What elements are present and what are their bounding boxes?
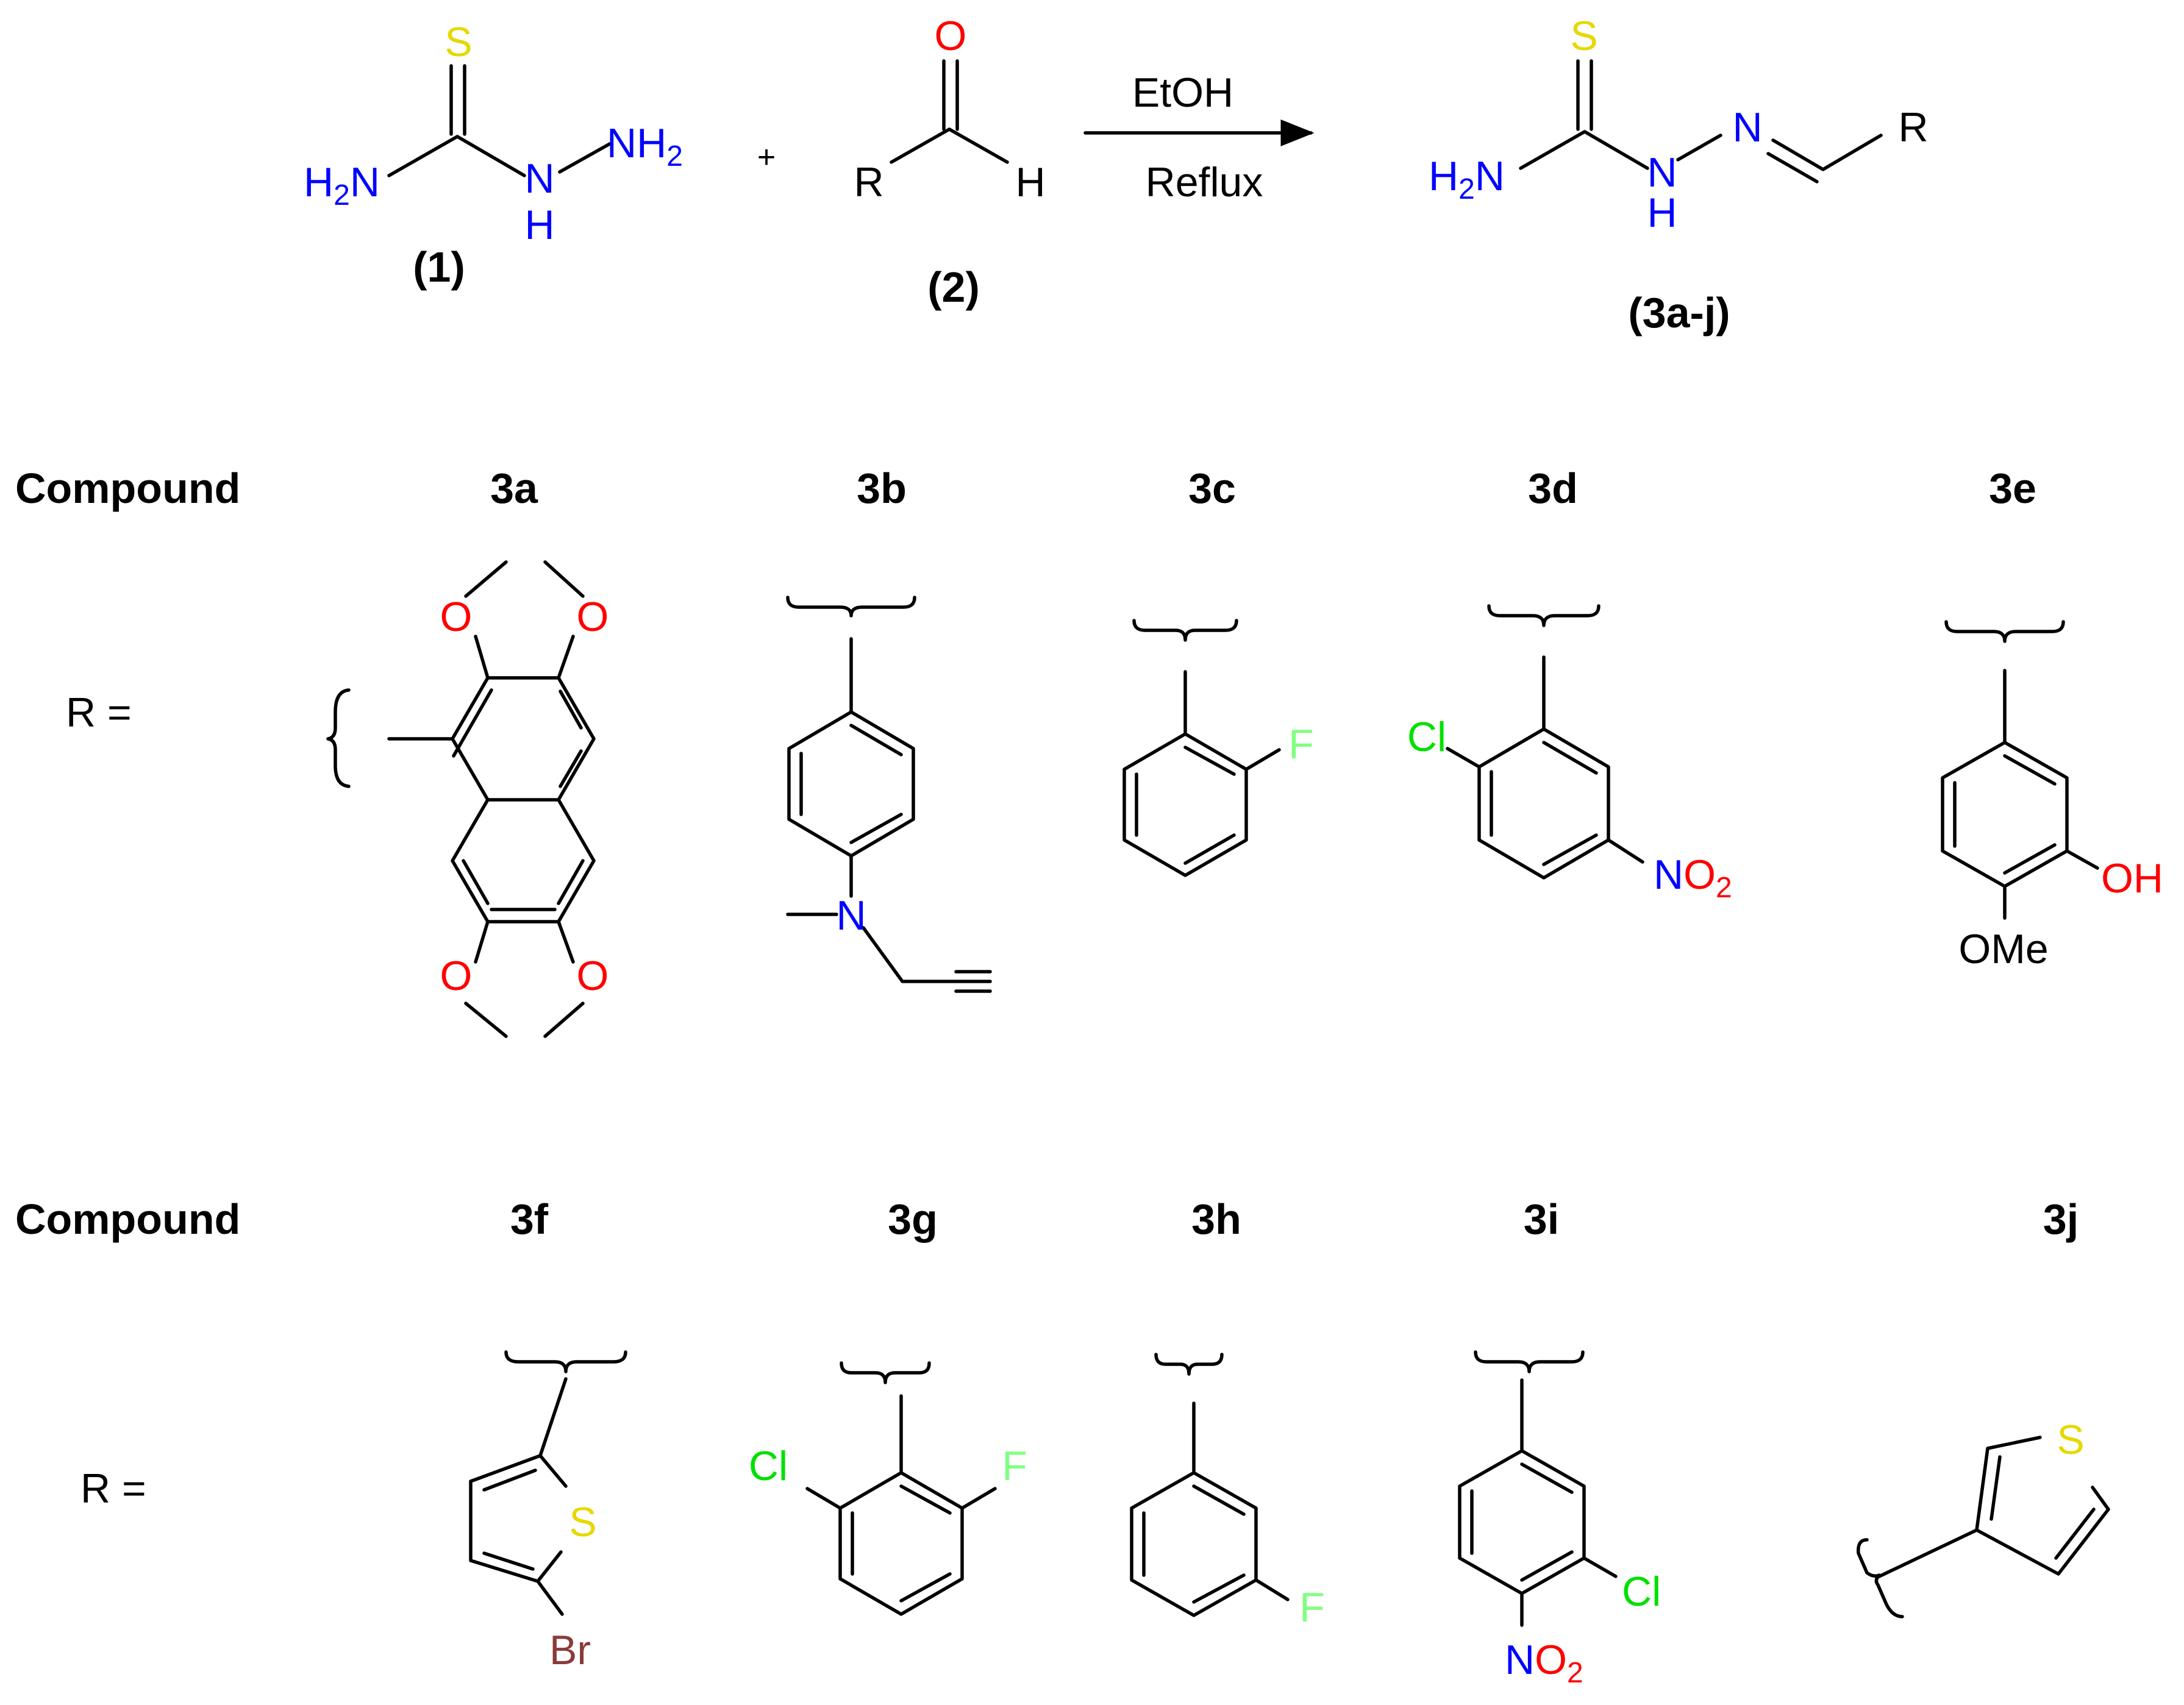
compound-header: Compound — [15, 1195, 240, 1243]
svg-text:O: O — [577, 594, 609, 640]
svg-text:O: O — [935, 13, 967, 59]
structure-3a: O O O O — [326, 560, 609, 1038]
svg-text:H: H — [524, 202, 554, 248]
svg-text:S: S — [2057, 1417, 2084, 1463]
compound-label: 3g — [888, 1195, 938, 1243]
svg-text:Cl: Cl — [1407, 714, 1446, 760]
svg-text:R: R — [1898, 104, 1928, 151]
svg-text:N: N — [836, 892, 866, 939]
aldehyde-structure: O R H — [854, 13, 1045, 205]
structure-3d: Cl NO2 — [1407, 604, 1732, 904]
compound-row-1-header: Compound 3a 3b 3c 3d 3e — [15, 465, 2036, 512]
svg-text:H2N: H2N — [1429, 153, 1505, 205]
svg-text:O: O — [440, 953, 473, 999]
structure-3h: F — [1130, 1353, 1325, 1631]
compound-header: Compound — [15, 465, 240, 512]
structure-3f: S Br — [469, 1350, 627, 1673]
structure-3i: Cl NO2 — [1458, 1350, 1661, 1689]
svg-text:S: S — [1570, 13, 1597, 59]
structure-3b: N — [786, 596, 992, 993]
svg-text:S: S — [569, 1499, 596, 1545]
svg-text:O: O — [577, 953, 609, 999]
product-structure: S H2N N H N R — [1429, 13, 1929, 236]
svg-text:Cl: Cl — [1622, 1568, 1661, 1615]
structure-3c: F — [1122, 619, 1314, 877]
svg-text:Br: Br — [549, 1627, 591, 1673]
compound-row-2-header: Compound 3f 3g 3h 3i 3j — [15, 1195, 2079, 1243]
r-equals-label: R = — [66, 689, 132, 736]
svg-text:NO2: NO2 — [1654, 852, 1732, 904]
svg-text:N: N — [1647, 149, 1677, 196]
structure-3g: Cl F — [749, 1361, 1027, 1616]
reaction-arrow: EtOH Reflux — [1083, 69, 1315, 205]
svg-text:OMe: OMe — [1958, 926, 2048, 972]
svg-text:H: H — [1015, 159, 1045, 205]
svg-text:F: F — [1002, 1443, 1027, 1489]
svg-text:Cl: Cl — [749, 1443, 788, 1489]
svg-text:OH: OH — [2101, 855, 2163, 902]
structure-3j: S — [1857, 1417, 2110, 1618]
svg-text:O: O — [440, 594, 473, 640]
r-equals-label: R = — [80, 1465, 146, 1512]
svg-text:F: F — [1299, 1584, 1325, 1631]
svg-text:NH2: NH2 — [607, 120, 683, 173]
compound-label: 3i — [1524, 1195, 1559, 1243]
svg-text:N: N — [1732, 104, 1762, 151]
condition-reflux: Reflux — [1146, 159, 1263, 205]
svg-text:S: S — [444, 19, 472, 65]
compound-label: 3h — [1191, 1195, 1241, 1243]
svg-text:NO2: NO2 — [1505, 1637, 1583, 1689]
thiosemicarbazide-structure: S H2N N H NH2 — [304, 19, 683, 248]
compound-label: 3f — [510, 1195, 549, 1243]
plus-sign: + — [757, 140, 776, 175]
reagent-2-label: (2) — [927, 263, 980, 311]
svg-text:H2N: H2N — [304, 159, 380, 212]
product-label: (3a-j) — [1628, 289, 1730, 336]
compound-label: 3c — [1188, 465, 1236, 512]
structure-3e: OH OMe — [1941, 620, 2163, 972]
compound-label: 3b — [857, 465, 907, 512]
reaction-row: S H2N N H NH2 (1) + O R H (2) EtOH Reflu… — [304, 13, 1929, 336]
svg-text:F: F — [1288, 721, 1314, 767]
condition-solvent: EtOH — [1132, 69, 1233, 116]
compound-label: 3e — [1989, 465, 2036, 512]
compound-label: 3j — [2043, 1195, 2079, 1243]
compound-label: 3d — [1528, 465, 1578, 512]
svg-text:N: N — [524, 155, 554, 202]
svg-text:R: R — [854, 159, 883, 205]
svg-text:H: H — [1647, 190, 1677, 236]
reagent-1-label: (1) — [413, 243, 465, 291]
compound-label: 3a — [490, 465, 538, 512]
